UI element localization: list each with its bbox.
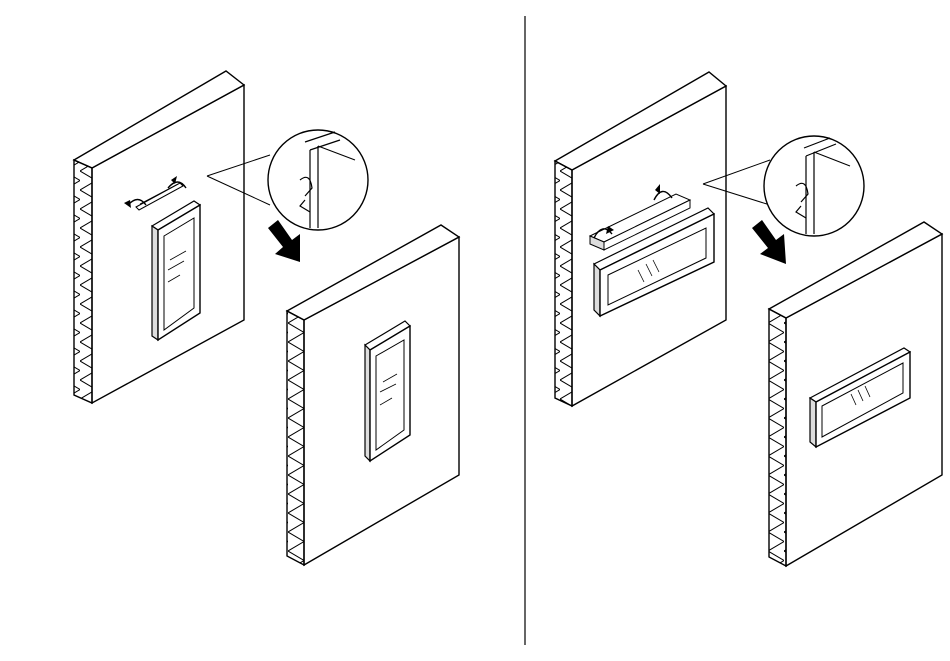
detail-magnifier-icon — [703, 136, 864, 236]
mirror-portrait-mounted — [365, 321, 410, 461]
down-arrow-icon — [268, 220, 300, 262]
panel-portrait — [74, 71, 459, 565]
down-arrow-icon — [752, 220, 786, 264]
panel-landscape — [555, 72, 942, 566]
